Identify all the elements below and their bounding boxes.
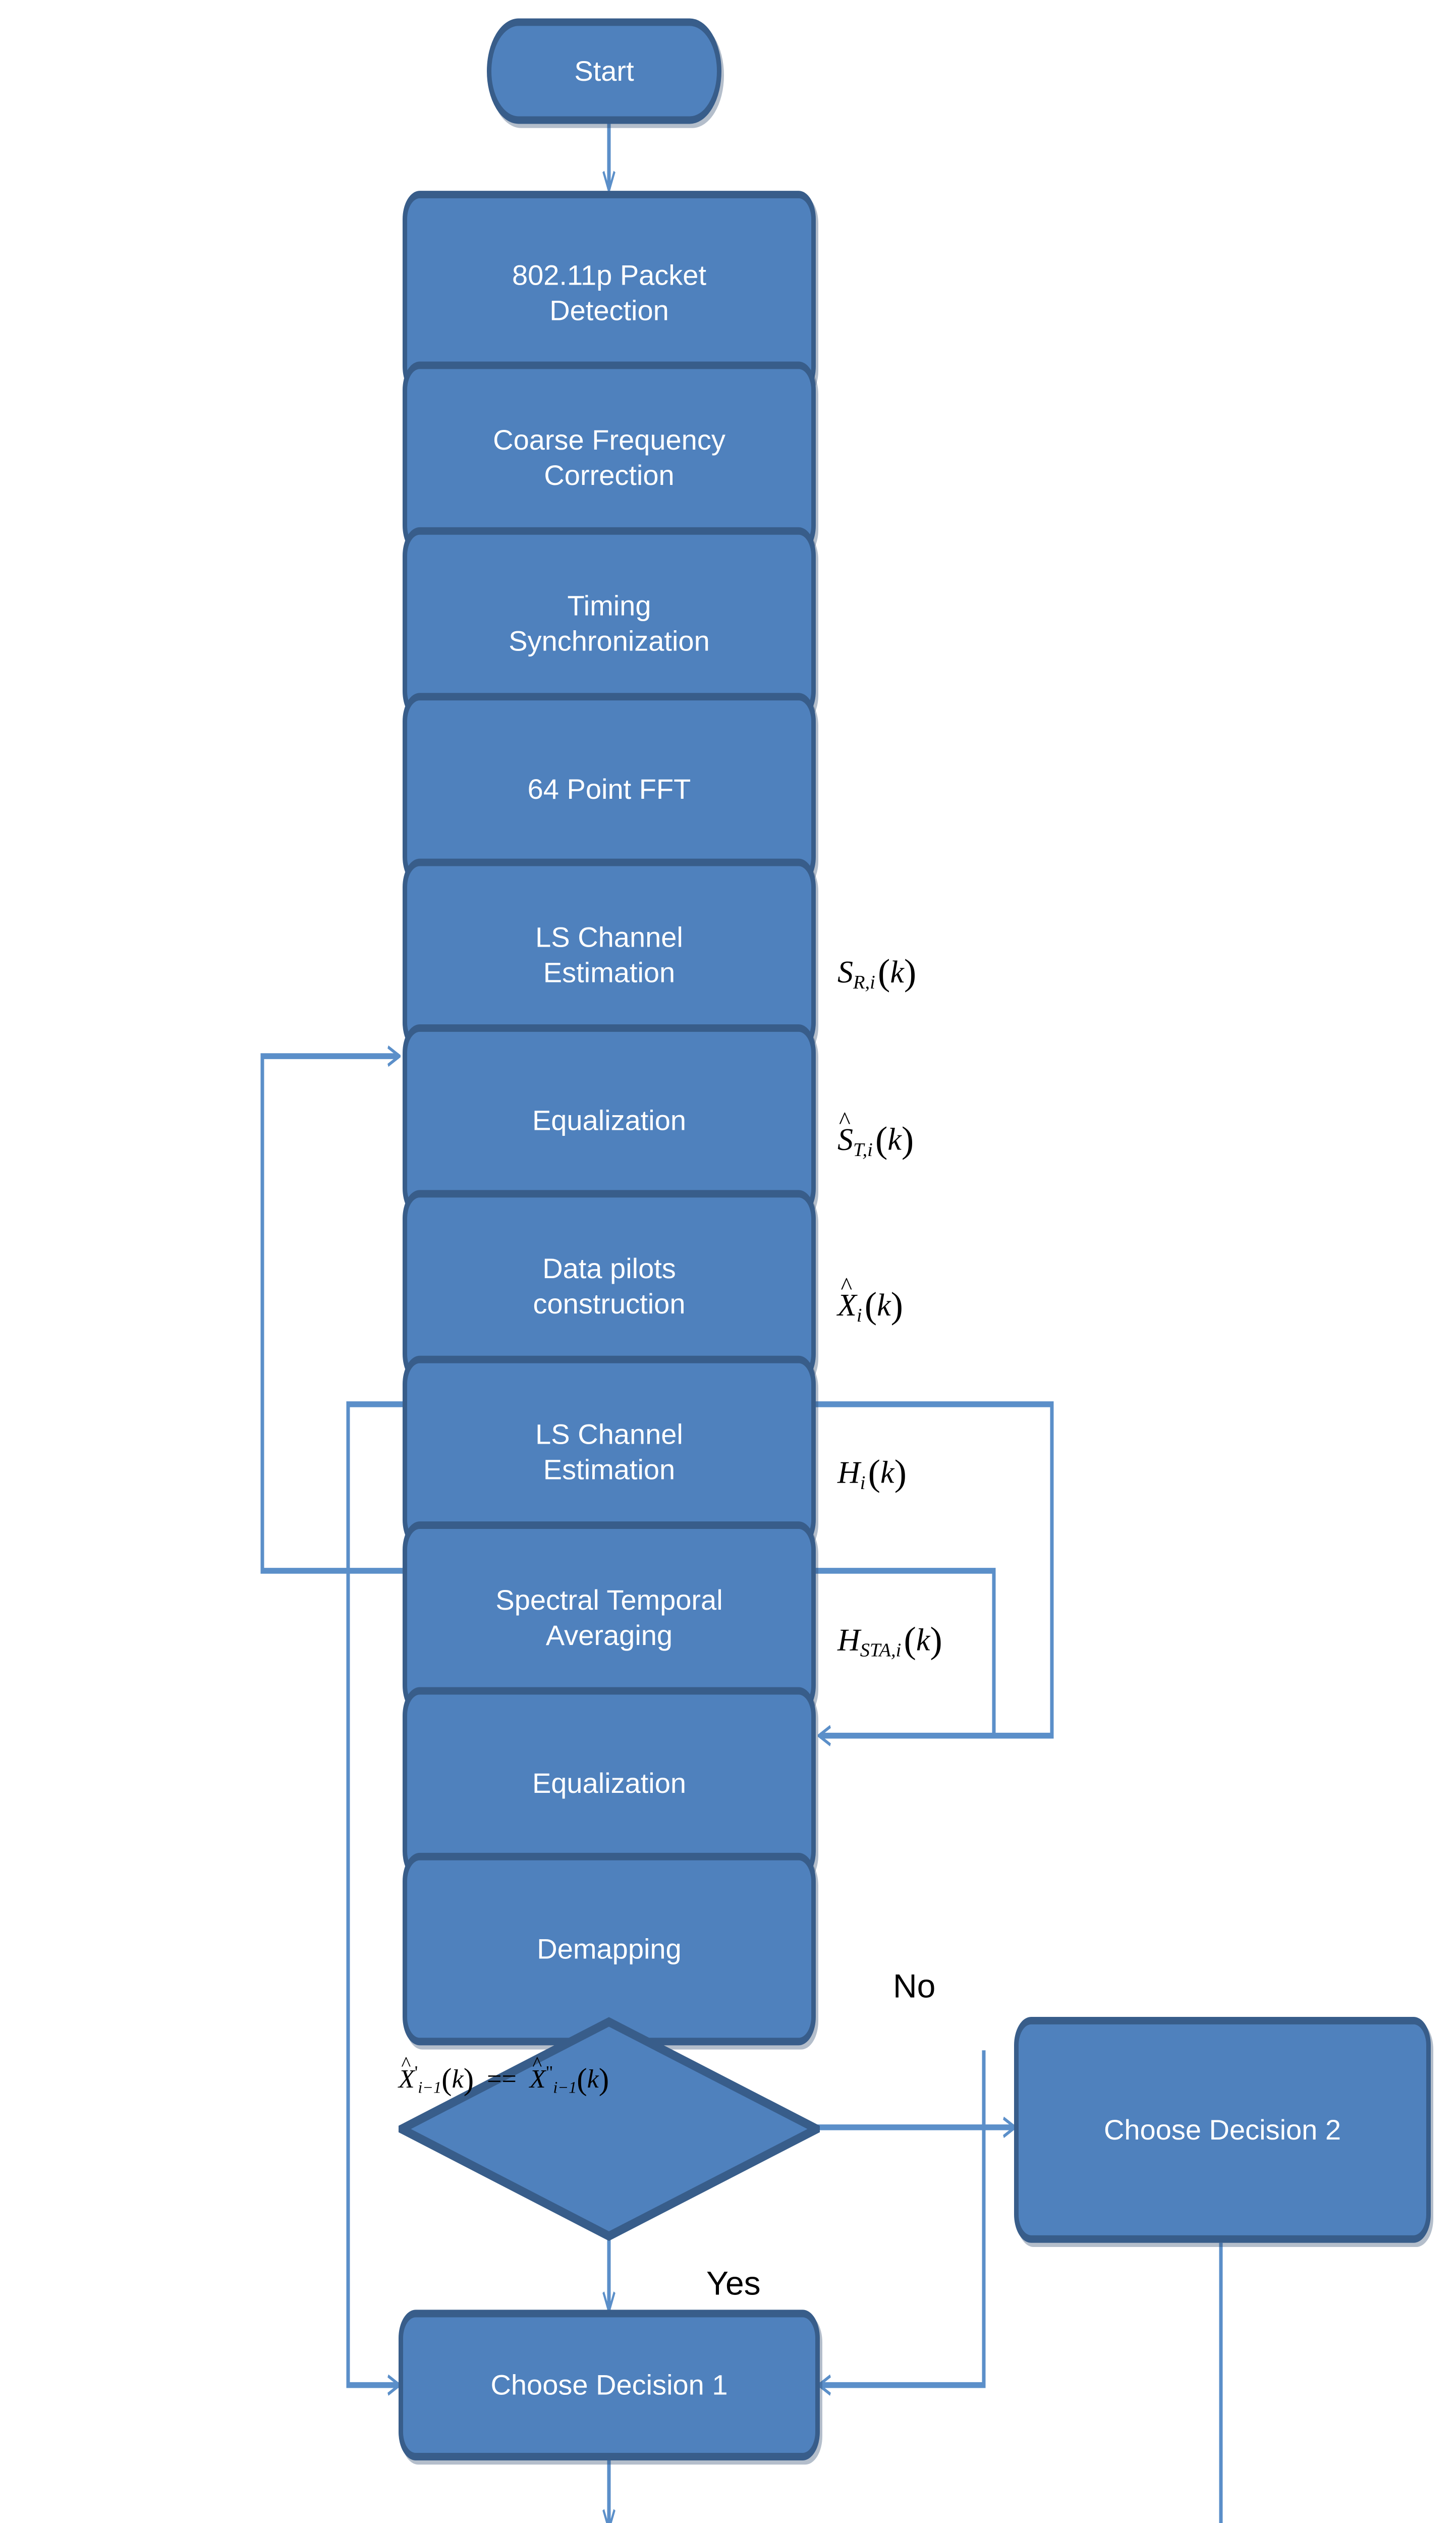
- node-data-pilots-construction-label: Data pilots construction: [533, 1252, 686, 1320]
- node-fft[interactable]: 64 Point FFT: [403, 693, 816, 886]
- signal-label-s-hat-t-i: ^ST,i (k): [837, 1108, 914, 1161]
- signal-label-s-r-i: SR,i (k): [837, 952, 917, 994]
- wire-sta-to-eq2-feedback: [816, 1568, 996, 1736]
- node-spectral-temporal-averaging-label: Spectral Temporal Averaging: [495, 1583, 723, 1651]
- node-coarse-frequency[interactable]: Coarse Frequency Correction: [403, 361, 816, 554]
- node-start[interactable]: Start: [487, 18, 721, 124]
- wire-ls2-to-eq2-feedback: [816, 1401, 1054, 1736]
- node-choose-decision-1-label: Choose Decision 1: [490, 2369, 728, 2401]
- node-choose-decision-1[interactable]: Choose Decision 1: [399, 2310, 820, 2460]
- node-ls-channel-estimation-1[interactable]: LS Channel Estimation: [403, 858, 816, 1052]
- decision-shape: [399, 2017, 820, 2241]
- wire-ls2-to-cd1-feedback: [346, 1401, 403, 2385]
- node-packet-detection-label: 802.11p Packet Detection: [512, 259, 707, 326]
- signal-label-h-sta-i: HSTA,i (k): [837, 1619, 942, 1661]
- node-equalization-2[interactable]: Equalization: [403, 1687, 816, 1880]
- node-ls-channel-estimation-1-label: LS Channel Estimation: [535, 921, 683, 989]
- node-choose-decision-2-label: Choose Decision 2: [1103, 2113, 1341, 2146]
- node-demapping-label: Demapping: [537, 1933, 682, 1965]
- signal-label-h-i: Hi (k): [837, 1452, 907, 1494]
- node-start-label: Start: [574, 54, 634, 87]
- node-coarse-frequency-label: Coarse Frequency Correction: [493, 424, 725, 491]
- node-timing-sync[interactable]: Timing Synchronization: [403, 527, 816, 720]
- wire-no-junction-to-cd1: [820, 2050, 986, 2385]
- node-choose-decision-2[interactable]: Choose Decision 2: [1014, 2016, 1431, 2243]
- wire-cd2-to-recover: [1219, 2242, 1223, 2523]
- node-decision[interactable]: ^X'i−1(k) == ^X"i−1(k): [399, 2017, 820, 2241]
- edge-label-no: No: [893, 1967, 936, 2005]
- node-spectral-temporal-averaging[interactable]: Spectral Temporal Averaging: [403, 1521, 816, 1714]
- node-equalization-1[interactable]: Equalization: [403, 1024, 816, 1217]
- node-data-pilots-construction[interactable]: Data pilots construction: [403, 1190, 816, 1383]
- node-equalization-1-label: Equalization: [532, 1104, 687, 1136]
- node-demapping[interactable]: Demapping: [403, 1852, 816, 2046]
- node-ls-channel-estimation-2[interactable]: LS Channel Estimation: [403, 1355, 816, 1549]
- edge-label-yes: Yes: [706, 2264, 761, 2302]
- node-fft-label: 64 Point FFT: [527, 773, 691, 805]
- node-equalization-2-label: Equalization: [532, 1767, 687, 1799]
- node-ls-channel-estimation-2-label: LS Channel Estimation: [535, 1418, 683, 1486]
- signal-label-x-hat-i: ^Xi (k): [837, 1273, 904, 1327]
- wire-sta-to-eq1-feedback: [260, 1056, 403, 1574]
- node-timing-sync-label: Timing Synchronization: [509, 589, 710, 657]
